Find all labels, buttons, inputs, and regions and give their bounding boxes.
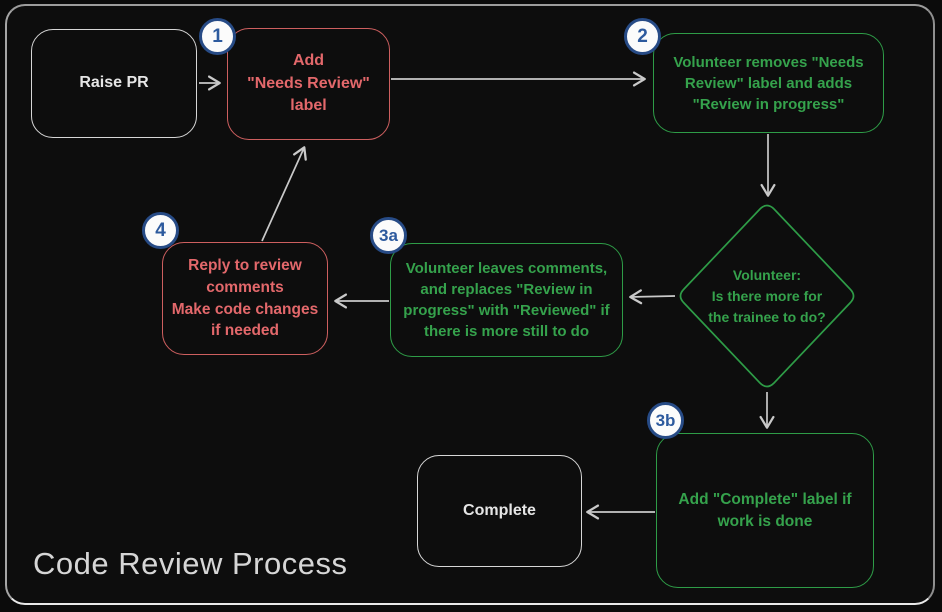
badge-step-3a: 3a [370, 217, 407, 254]
diagram-title: Code Review Process [33, 546, 348, 581]
node-raise-pr: Raise PR [31, 29, 197, 138]
node-step1-add-needs-review-label: Add "Needs Review" label [227, 28, 390, 140]
badge-step-3b: 3b [647, 402, 684, 439]
badge-step-2: 2 [624, 18, 661, 55]
node-step3a-volunteer-leaves-comments: Volunteer leaves comments, and replaces … [390, 243, 623, 357]
node-decision-more-for-trainee: Volunteer: Is there more for the trainee… [708, 266, 826, 325]
node-complete: Complete [417, 455, 582, 567]
badge-step-4: 4 [142, 212, 179, 249]
node-step4-reply-to-review-comments: Reply to review comments Make code chang… [162, 242, 328, 355]
node-step3b-add-complete-label: Add "Complete" label if work is done [656, 433, 874, 588]
badge-step-1: 1 [199, 18, 236, 55]
node-step2-volunteer-removes-label: Volunteer removes "Needs Review" label a… [653, 33, 884, 133]
